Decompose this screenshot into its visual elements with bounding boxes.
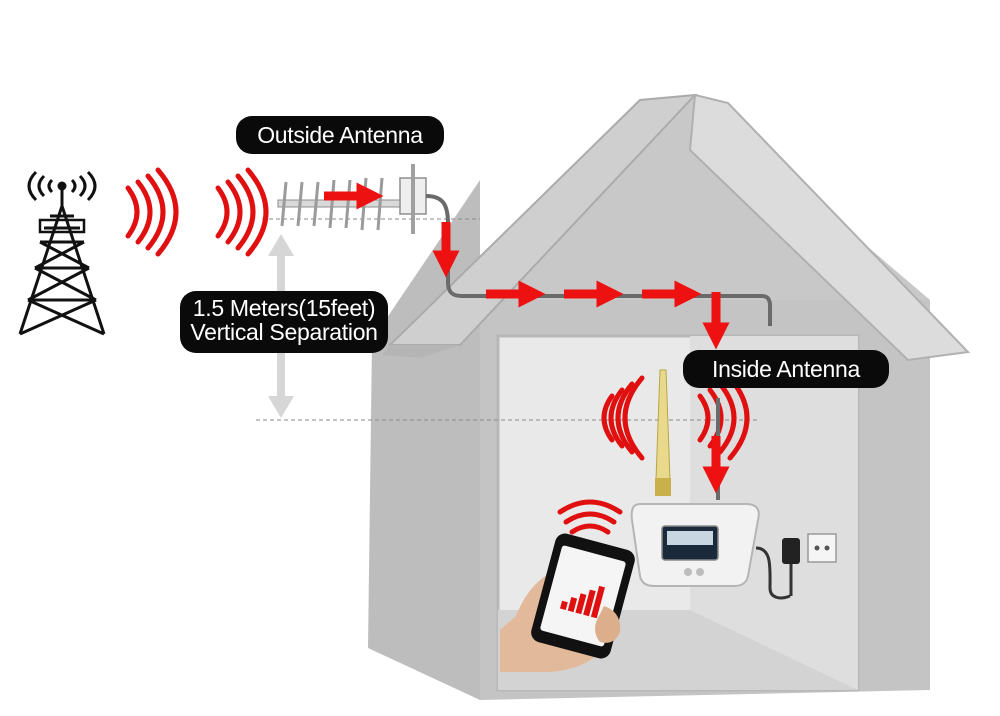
separation-text-line1: 1.5 Meters(15feet) bbox=[192, 295, 376, 321]
house-left-wall bbox=[368, 180, 480, 700]
inside-antenna-label: Inside Antenna bbox=[683, 350, 889, 388]
inside-antenna-text: Inside Antenna bbox=[712, 356, 860, 382]
outside-antenna-text: Outside Antenna bbox=[257, 122, 423, 148]
power-cable bbox=[755, 546, 791, 600]
separation-text-line2: Vertical Separation bbox=[190, 319, 378, 345]
indoor-signal-waves-left bbox=[601, 375, 645, 461]
outside-antenna-label: Outside Antenna bbox=[236, 116, 444, 154]
signal-flow-arrows bbox=[324, 182, 730, 494]
phone-signal-waves bbox=[557, 499, 623, 535]
whip-antenna-icon bbox=[655, 369, 671, 496]
house-roof-edge bbox=[382, 345, 460, 358]
outdoor-cable bbox=[425, 194, 772, 326]
cell-tower-icon bbox=[18, 170, 106, 336]
house-roof-right bbox=[688, 93, 971, 362]
signal-booster-icon bbox=[630, 503, 760, 587]
yagi-antenna-icon bbox=[277, 164, 427, 234]
tower-signal-waves bbox=[125, 167, 269, 257]
wall-socket-icon bbox=[807, 533, 837, 563]
house bbox=[368, 93, 971, 700]
vertical-separation-label: 1.5 Meters(15feet) Vertical Separation bbox=[180, 291, 388, 353]
hand-thumb bbox=[595, 606, 621, 643]
power-adapter-icon bbox=[782, 538, 800, 596]
